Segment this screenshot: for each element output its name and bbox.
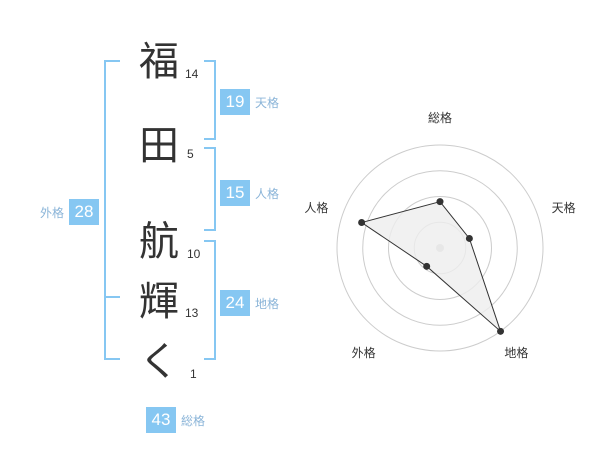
radar-data-point <box>423 262 431 270</box>
tenkaku-label: 天格 <box>255 95 280 110</box>
radar-data-polygon <box>360 201 502 333</box>
soukaku-label: 総格 <box>181 413 206 428</box>
name-char-4: 輝 <box>139 279 179 325</box>
radar-axis-label: 総格 <box>428 110 452 125</box>
chikaku-bracket <box>204 240 216 360</box>
gaikaku-badge: 外格 28 <box>40 199 100 225</box>
radar-data-point <box>497 327 505 335</box>
soukaku-badge: 43 総格 <box>146 407 205 433</box>
gaikaku-value: 28 <box>69 199 100 225</box>
stroke-count-5: 1 <box>190 367 197 381</box>
jinkaku-value: 15 <box>220 180 250 206</box>
chikaku-badge: 24 地格 <box>220 290 279 316</box>
radar-data-point <box>436 198 444 206</box>
radar-data-point <box>465 234 473 242</box>
name-char-2: 田 <box>139 123 179 169</box>
radar-axis-label: 地格 <box>504 345 528 360</box>
chikaku-value: 24 <box>220 290 250 316</box>
stroke-count-1: 14 <box>185 67 199 81</box>
radar-axis-label: 外格 <box>352 345 376 360</box>
jinkaku-label: 人格 <box>255 186 280 201</box>
radar-grid-ring <box>336 144 544 352</box>
tenkaku-badge: 19 天格 <box>220 89 279 115</box>
tenkaku-bracket <box>204 60 216 140</box>
name-char-3: 航 <box>139 219 179 265</box>
stroke-count-3: 10 <box>187 247 201 261</box>
name-char-5: く <box>139 339 179 385</box>
radar-grid-ring <box>388 196 492 300</box>
radar-axis-label: 天格 <box>552 200 576 215</box>
chikaku-label: 地格 <box>255 296 280 311</box>
name-char-1: 福 <box>139 39 179 85</box>
gaikaku-label: 外格 <box>40 205 65 220</box>
jinkaku-badge: 15 人格 <box>220 180 279 206</box>
radar-grid-ring <box>362 170 518 326</box>
jinkaku-bracket <box>204 147 216 231</box>
stroke-count-4: 13 <box>185 306 199 320</box>
radar-data-point <box>358 219 366 227</box>
gaikaku-bracket-divider <box>104 296 120 298</box>
gaikaku-bracket <box>104 60 120 360</box>
stroke-count-2: 5 <box>187 147 194 161</box>
tenkaku-value: 19 <box>220 89 250 115</box>
radar-axis-label: 人格 <box>304 200 328 215</box>
soukaku-value: 43 <box>146 407 176 433</box>
